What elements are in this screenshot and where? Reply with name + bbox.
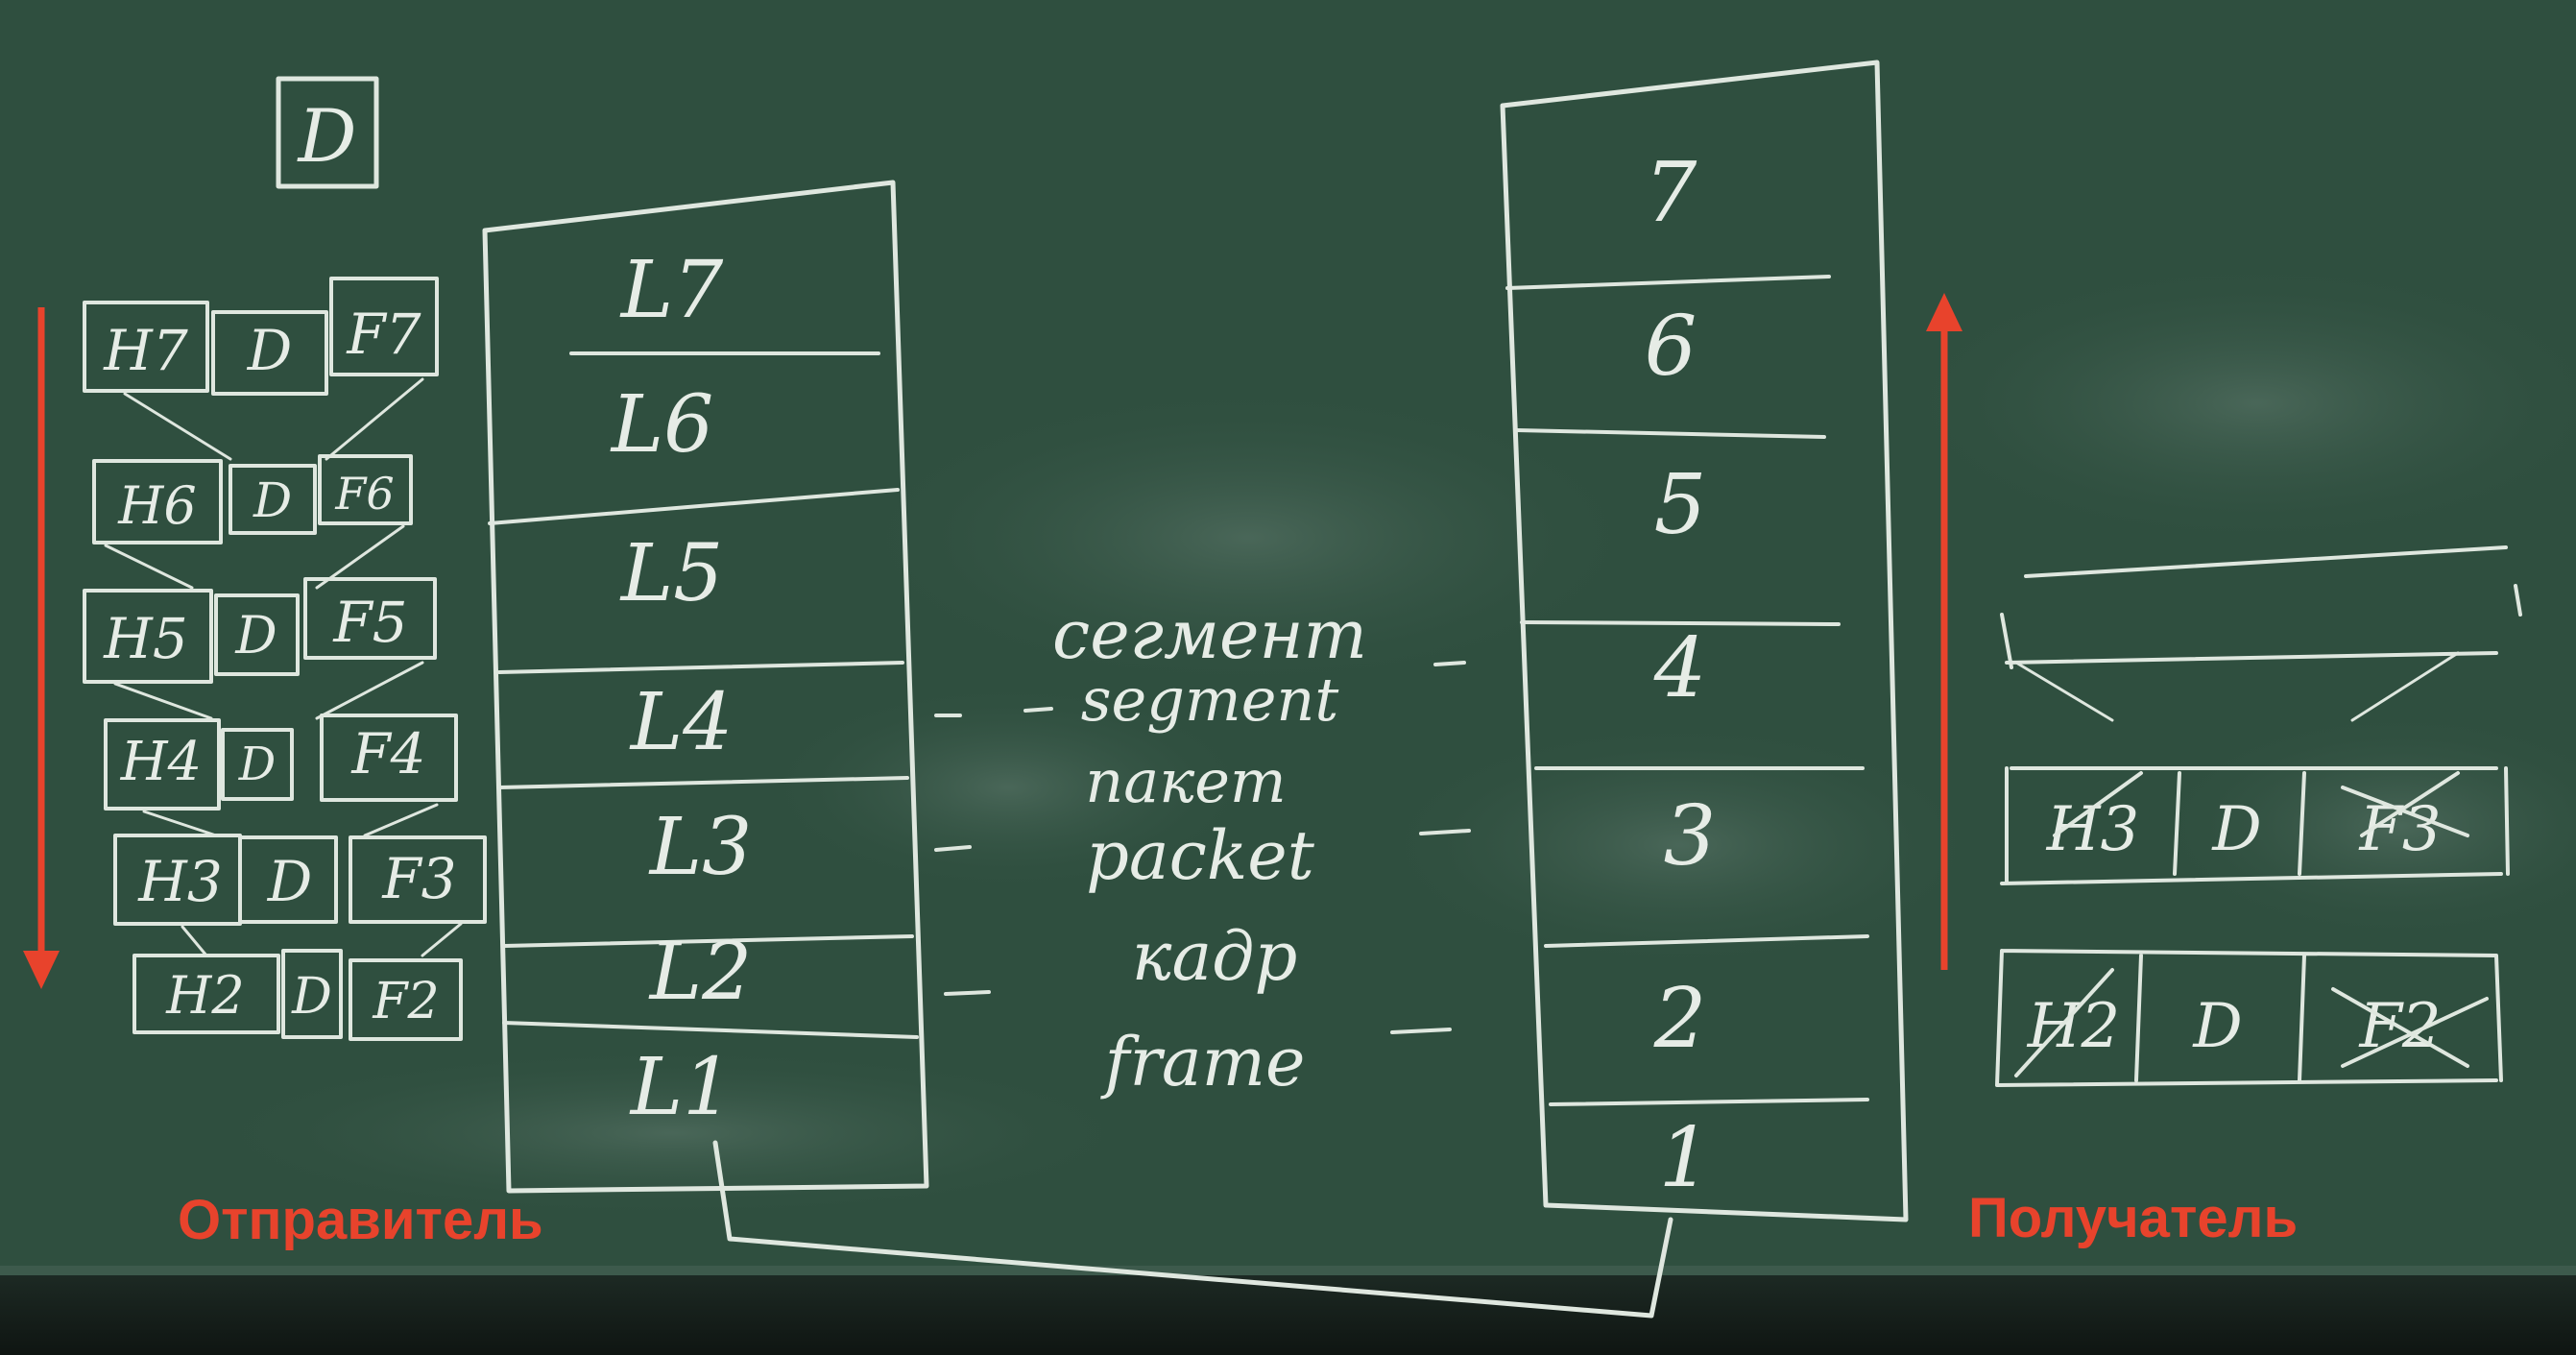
pdu-row-4: H4 D F4 [104, 714, 458, 811]
term-frame-ru: кадр [1132, 917, 1298, 996]
decapsulation-arrow-up [1926, 293, 1962, 970]
term-frame-en: frame [1100, 1023, 1306, 1101]
layer-1: 1 [1659, 1110, 1712, 1206]
data-d: D [267, 849, 313, 914]
data-d: D [234, 605, 277, 665]
layer-l4: L4 [629, 677, 734, 768]
data-block: D [276, 76, 379, 189]
physical-link [712, 1140, 1673, 1319]
data-d: D [253, 472, 292, 528]
data-d: D [2192, 991, 2242, 1062]
header-h5: H5 [103, 606, 187, 671]
pdu-row-2: H2 D F2 [132, 949, 463, 1041]
receiver-layer-column: 7 6 5 4 3 2 1 [1500, 60, 1909, 1222]
layer-l3: L3 [648, 802, 753, 893]
footer-f6: F6 [334, 468, 394, 520]
pdu-row-5: H5 D F5 [83, 577, 437, 684]
header-h2: H2 [165, 965, 244, 1026]
data-d: D [238, 738, 276, 791]
layer-l7: L7 [619, 245, 724, 336]
term-segment-en: segment [1081, 665, 1339, 735]
footer-f3: F3 [381, 846, 456, 911]
pdu-row-3: H3 D F3 [113, 834, 487, 926]
footer-f5: F5 [332, 590, 407, 655]
layer-3: 3 [1664, 788, 1717, 884]
header-h3: H3 [137, 849, 222, 914]
pdu-terms: сегмент segment пакет packet кадр frame [934, 595, 1471, 1101]
pdu-row-7: H7 D F7 [83, 277, 439, 396]
layer-l2: L2 [648, 927, 753, 1018]
header-h4: H4 [120, 731, 202, 793]
receiver-frames: H3 D F3 H2 D F2 [1995, 545, 2522, 1087]
term-packet-en: packet [1086, 816, 1315, 895]
header-h2: H2 [2027, 991, 2121, 1062]
footer-f4: F4 [350, 721, 425, 786]
layer-6: 6 [1645, 299, 1697, 395]
receiver-frame-h2: H2 D F2 [1995, 949, 2503, 1087]
header-h7: H7 [103, 318, 188, 383]
layer-l6: L6 [610, 379, 714, 471]
sender-layer-column: L7 L6 L5 L4 L3 L2 L1 [482, 180, 929, 1194]
sender-label: Отправитель [178, 1189, 543, 1251]
data-d: D [2211, 794, 2261, 865]
layer-5: 5 [1654, 457, 1707, 553]
pdu-row-6: H6 D F6 [92, 454, 413, 544]
footer-f7: F7 [346, 302, 421, 367]
term-segment-ru: сегмент [1052, 595, 1367, 674]
layer-2: 2 [1653, 971, 1707, 1067]
encapsulation-stack: H7 D F7 H6 D F6 H5 D F5 H4 D [83, 277, 487, 1041]
layer-l1: L1 [629, 1042, 734, 1133]
header-h6: H6 [117, 475, 196, 536]
eraser-smudges [192, 259, 2576, 1220]
svg-text:D: D [297, 93, 357, 179]
receiver-label: Получатель [1968, 1187, 2298, 1249]
board-ledge [0, 1266, 2576, 1275]
layer-7: 7 [1645, 145, 1697, 241]
data-d: D [247, 318, 293, 383]
term-packet-ru: пакет [1085, 746, 1286, 816]
layer-l5: L5 [619, 528, 724, 619]
encapsulation-arrow-down [23, 307, 60, 989]
layer-4: 4 [1653, 620, 1707, 716]
data-d: D [291, 968, 332, 1026]
footer-f2: F2 [372, 973, 439, 1030]
receiver-frame-h3: H3 D F3 [2000, 766, 2510, 885]
